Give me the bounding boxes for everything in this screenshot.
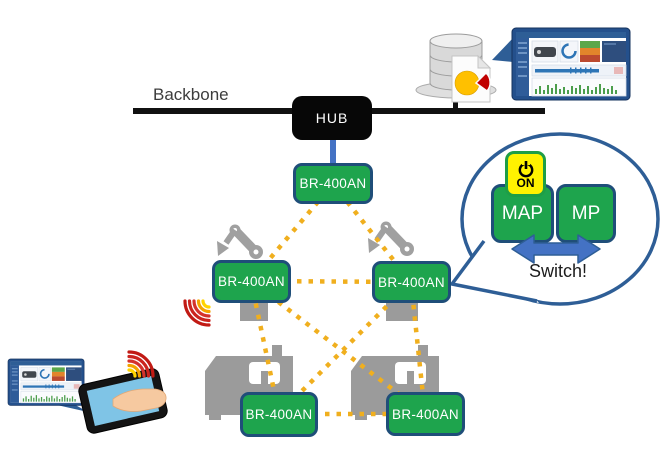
mount-pedestal (386, 300, 418, 321)
wifi-signal-icon (183, 299, 211, 327)
access-point-mid-right: BR-400AN (372, 261, 451, 303)
wifi-signal-icon (127, 350, 155, 378)
hand-cursor-icon (112, 388, 167, 412)
access-point-label: BR-400AN (299, 176, 367, 191)
mp-mode-box: MP (556, 184, 616, 243)
map-mode-label: MAP (501, 202, 544, 224)
mp-mode-label: MP (571, 202, 601, 224)
hub-to-ap-link (330, 138, 336, 165)
switch-arrow-icon (510, 233, 602, 266)
access-point-label: BR-400AN (378, 274, 445, 290)
robot-arm-icon (217, 225, 263, 260)
power-symbol (518, 160, 533, 178)
power-on-label: ON (516, 176, 535, 190)
access-point-top: BR-400AN (293, 163, 373, 204)
hub-label: HUB (315, 110, 349, 126)
switch-label: Switch! (528, 261, 588, 281)
mount-pedestal (240, 300, 268, 321)
power-on-icon: ON (505, 151, 546, 197)
dashboard-monitor-icon (7, 358, 85, 407)
access-point-bottom-left: BR-400AN (240, 392, 318, 437)
access-point-label: BR-400AN (392, 406, 459, 422)
hub-node: HUB (292, 96, 372, 140)
monitor-callout-tail (492, 38, 513, 62)
dashboard-monitor-icon (510, 26, 632, 102)
access-point-bottom-right: BR-400AN (386, 392, 465, 436)
access-point-label: BR-400AN (245, 407, 313, 422)
access-point-label: BR-400AN (218, 274, 285, 289)
robot-arm-icon (368, 222, 414, 257)
backbone-label: Backbone (153, 85, 229, 104)
access-point-mid-left: BR-400AN (212, 260, 291, 303)
pie-chart-document-icon (451, 54, 492, 103)
